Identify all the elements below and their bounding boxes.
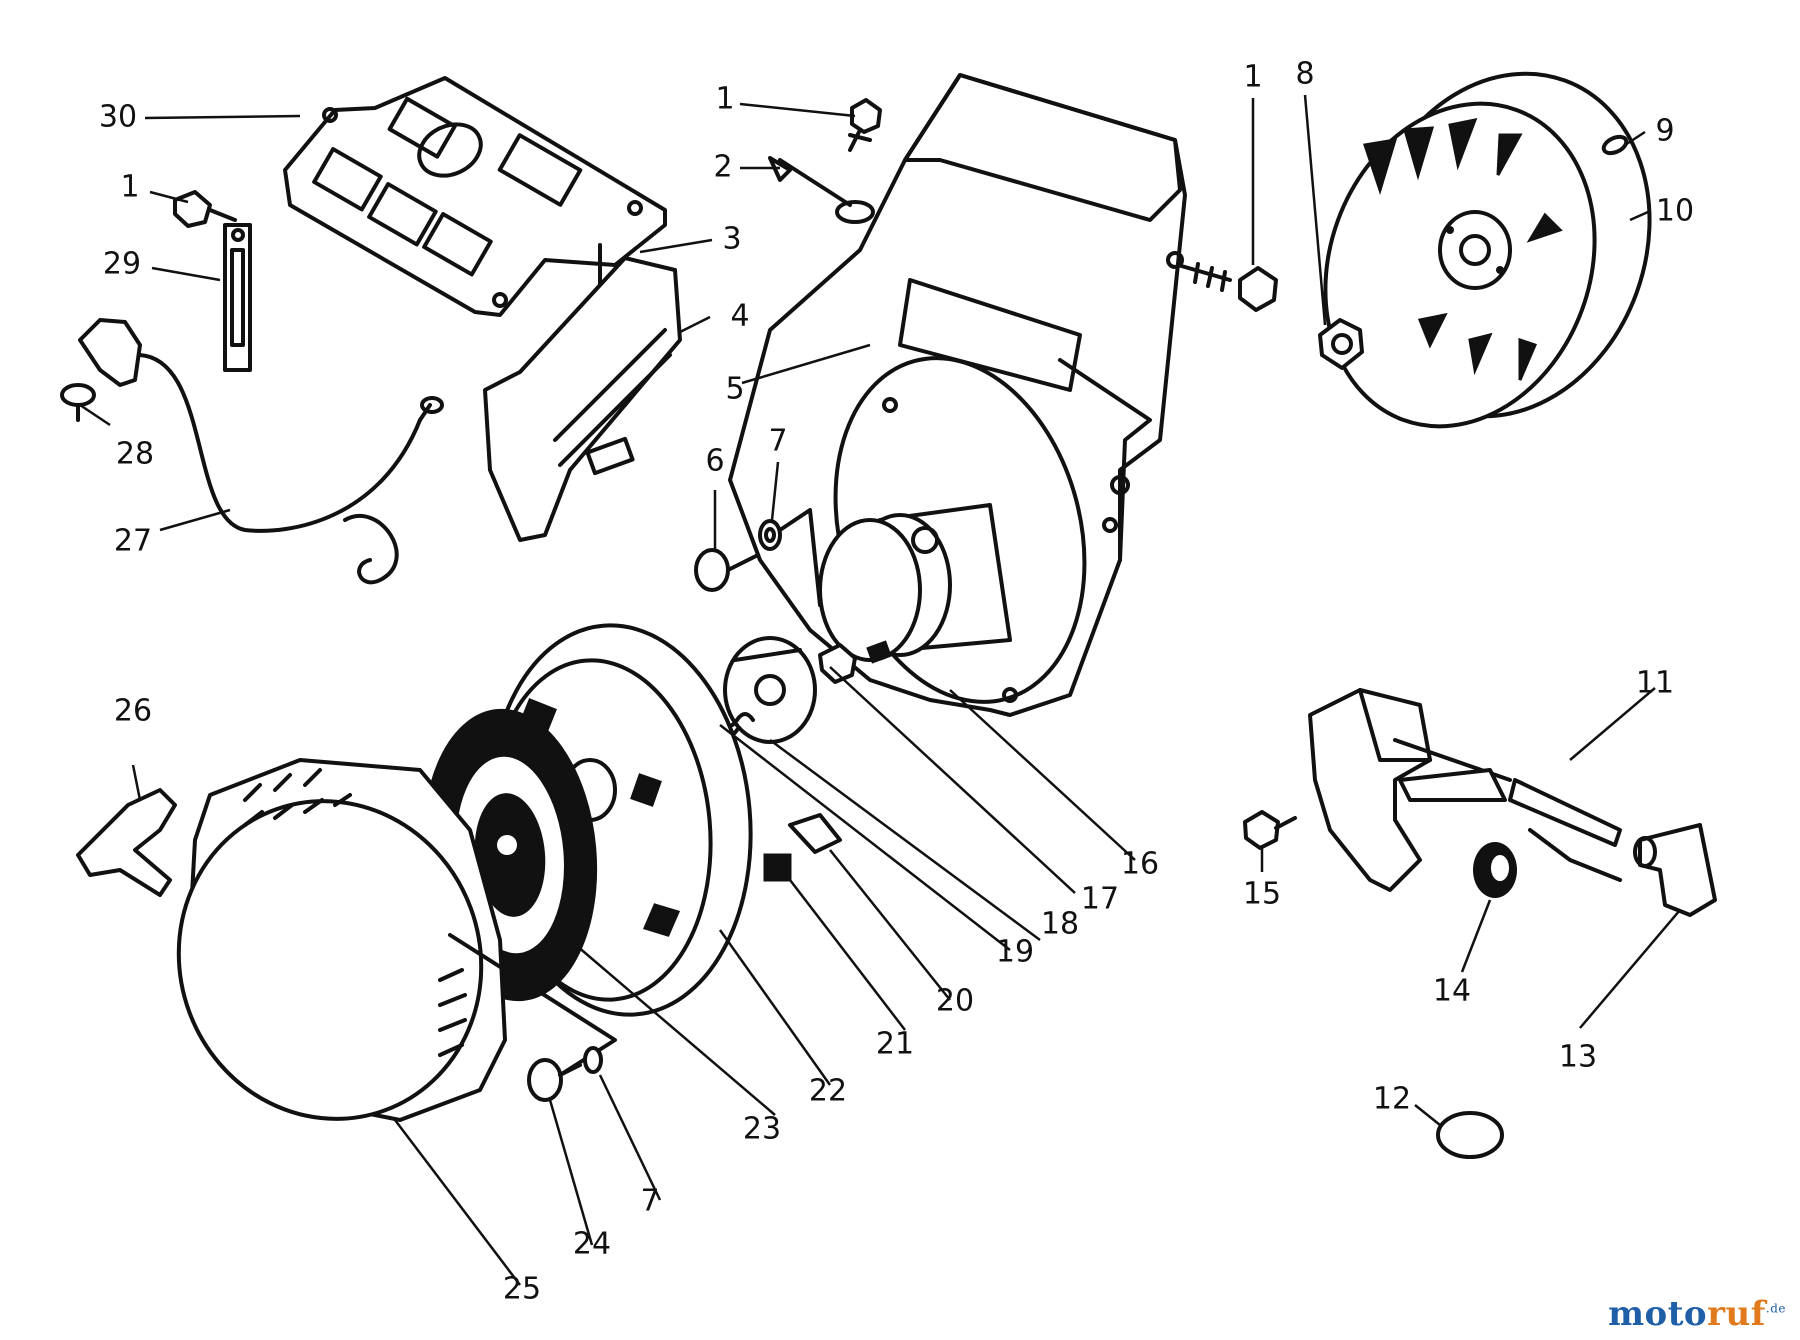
grommet-part [1473, 842, 1517, 898]
callout-14: 14 [1433, 974, 1471, 1009]
wire-clip-part [173, 190, 252, 372]
starter-handle-part [76, 788, 177, 897]
housing-screw-right-part [1176, 262, 1278, 312]
flywheel-part [1323, 71, 1652, 429]
ignition-coil-part [1308, 688, 1622, 892]
callout-10: 10 [1656, 194, 1694, 229]
cap-part [1436, 1111, 1504, 1159]
bottom-screw-part [527, 1046, 603, 1102]
callout-9: 9 [1655, 114, 1674, 149]
watermark-suffix: .de [1765, 1301, 1786, 1316]
callout-1-right: 1 [1243, 60, 1262, 95]
callout-labels: 30 1 29 28 27 1 2 3 4 5 6 7 1 8 9 10 11 … [99, 57, 1694, 1307]
callout-22: 22 [809, 1074, 847, 1109]
starter-cup-part [818, 503, 1012, 664]
watermark-text-b: ruf [1707, 1294, 1766, 1334]
callout-1-top: 1 [715, 82, 734, 117]
stop-switch-wire-part [60, 318, 444, 585]
callout-12: 12 [1373, 1082, 1411, 1117]
callout-15: 15 [1243, 877, 1281, 912]
callout-1-left: 1 [120, 170, 139, 205]
flywheel-nut-part [1318, 318, 1364, 370]
starter-dog-part [788, 813, 842, 854]
callout-27: 27 [114, 524, 152, 559]
screw-washer-part [694, 508, 822, 607]
spark-plug-boot-part [1633, 823, 1717, 917]
leader-lines [79, 94, 1681, 1286]
callout-13: 13 [1559, 1040, 1597, 1075]
coil-screw-part [1243, 810, 1297, 850]
callout-5: 5 [725, 372, 744, 407]
callout-11: 11 [1636, 666, 1674, 701]
callout-4: 4 [730, 299, 749, 334]
callout-18: 18 [1041, 907, 1079, 942]
top-bracket-part [283, 76, 667, 322]
callout-20: 20 [936, 984, 974, 1019]
ground-clip-part [768, 156, 875, 224]
callout-7-bottom: 7 [640, 1184, 659, 1219]
callout-26: 26 [114, 694, 152, 729]
top-screw-part [848, 98, 882, 152]
watermark-text-a: moto [1608, 1294, 1708, 1334]
callout-25: 25 [503, 1272, 541, 1307]
callout-30: 30 [99, 100, 137, 135]
callout-8: 8 [1295, 57, 1314, 92]
callout-23: 23 [743, 1112, 781, 1147]
ratchet-part [723, 636, 817, 744]
callout-17: 17 [1081, 882, 1119, 917]
dog-spring-part [763, 853, 792, 882]
callout-2: 2 [713, 150, 732, 185]
watermark-logo: motoruf.de [1608, 1294, 1786, 1334]
pawl-screw-part [818, 643, 857, 684]
callout-24: 24 [573, 1227, 611, 1262]
callout-7-top: 7 [768, 424, 787, 459]
baffle-part [483, 256, 682, 542]
starter-housing-part [176, 758, 617, 1122]
callout-28: 28 [116, 437, 154, 472]
callout-6: 6 [705, 444, 724, 479]
callout-3: 3 [722, 222, 741, 257]
callout-16: 16 [1121, 847, 1159, 882]
key-part [1601, 134, 1629, 156]
callout-21: 21 [876, 1027, 914, 1062]
callout-29: 29 [103, 247, 141, 282]
callout-19: 19 [996, 935, 1034, 970]
